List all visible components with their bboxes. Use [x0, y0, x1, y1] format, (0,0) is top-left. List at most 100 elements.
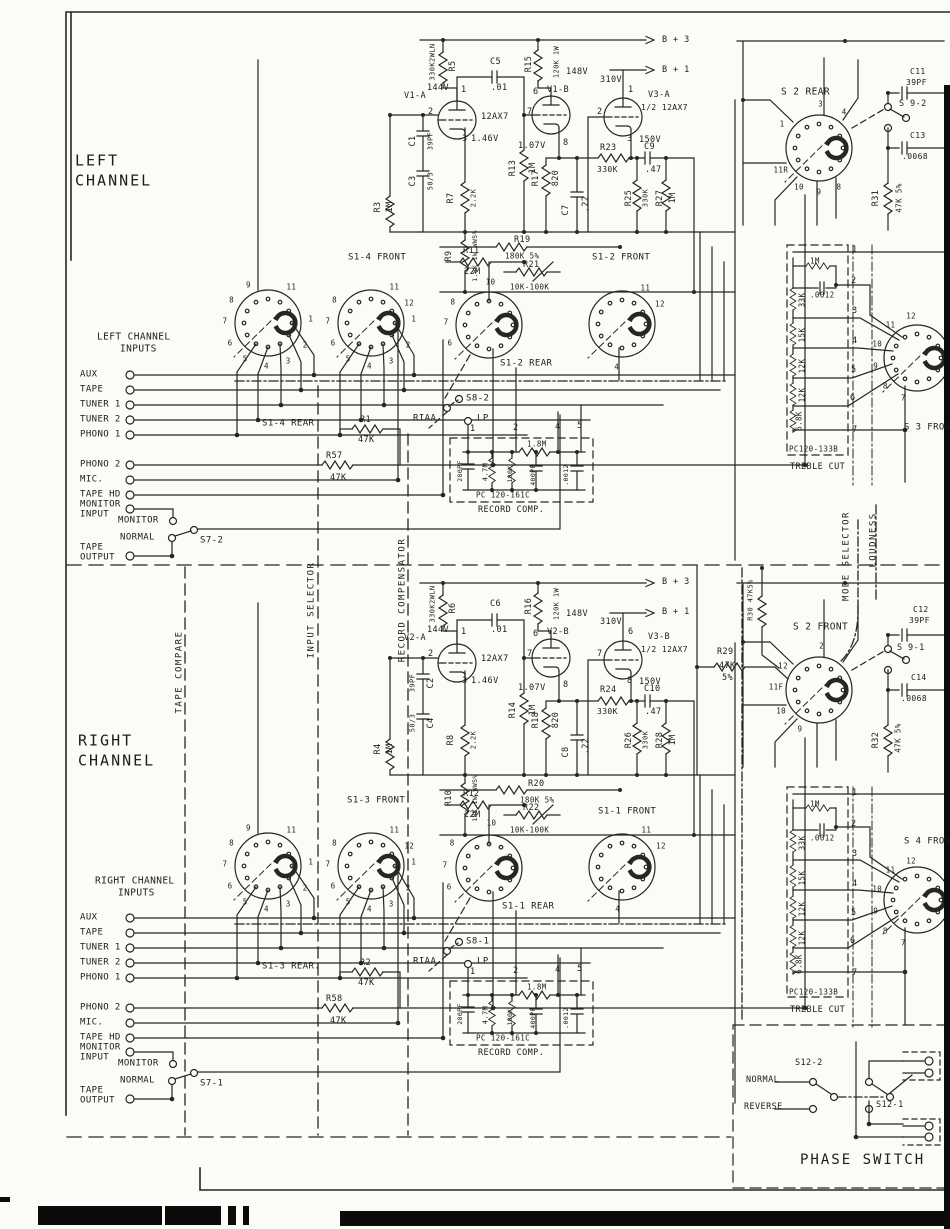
label-r23: R23 — [600, 142, 617, 153]
page-border — [65, 11, 950, 1191]
left-channel-title-2: CHANNEL — [75, 171, 153, 190]
label-150v: 150V — [639, 134, 662, 145]
switch-s1-3-rear-contact-11: 11 — [286, 825, 297, 835]
label-22m: 22M — [464, 809, 481, 820]
label-310v: 310V — [600, 74, 623, 85]
label-r1: R1 — [360, 414, 372, 425]
label-lp: LP — [477, 413, 489, 424]
switch-s1-4-rear-contact-4: 4 — [264, 361, 269, 371]
label-180k-5: 180K 5% — [505, 251, 540, 261]
switch-s1-3-rear-contact-3: 3 — [285, 899, 291, 909]
label-5: 5% — [722, 672, 734, 683]
switch-s1-3-front-contact-6: 6 — [330, 881, 336, 891]
switch-s3-front-contact-11: 11 — [885, 320, 896, 330]
label-47k: 47K — [330, 472, 347, 483]
switch-s1-1-rear-contact-7: 7 — [442, 860, 448, 870]
label-phono-1: PHONO 1 — [80, 972, 121, 983]
label-12k: 12K — [797, 387, 807, 403]
label-10k-100k: 10K-100K — [510, 825, 550, 835]
label-3: 3 — [462, 675, 468, 686]
label-inputs: INPUTS — [120, 343, 157, 355]
label-s-2-rear: S 2 REAR — [781, 86, 830, 98]
label-s-9-1: S 9-1 — [897, 642, 925, 653]
label-330k: 330K — [641, 188, 650, 208]
label-12ax7: 12AX7 — [481, 111, 509, 122]
label-47k-5: 47K 5% — [894, 183, 904, 213]
label-tuner-2: TUNER 2 — [80, 414, 121, 425]
label-c4: C4 — [425, 717, 436, 729]
label-4-7m: 4.7M — [481, 1005, 490, 1025]
label-tape: TAPE — [80, 1085, 104, 1096]
label-148v: 148V — [566, 608, 589, 619]
channel-circuit — [125, 35, 808, 561]
label-180k-5: 180K 5% — [520, 795, 555, 805]
label-12k: 12K — [797, 930, 807, 946]
label-riaa: RIAA — [413, 413, 437, 424]
label-s-3-front: S 3 FRONT — [904, 422, 950, 433]
label-b-3: B + 3 — [662, 34, 690, 45]
label-s8-1: S8-1 — [466, 936, 490, 947]
label-tuner-1: TUNER 1 — [80, 942, 121, 953]
label-c13: C13 — [910, 131, 926, 140]
label-15k: 15K — [797, 327, 807, 343]
label-reverse: REVERSE — [744, 1101, 783, 1112]
label-s-2-front: S 2 FRONT — [793, 621, 849, 633]
label-output: OUTPUT — [80, 1095, 115, 1106]
label-c12: C12 — [913, 605, 929, 614]
label-12ax7: 12AX7 — [481, 653, 509, 664]
label-tape-hd: TAPE HD — [80, 489, 121, 500]
switch-s3-front-contact-7: 7 — [900, 392, 906, 402]
label-01: .01 — [491, 624, 508, 635]
label-r9: R9 — [443, 250, 454, 262]
label-39pf: 39PF — [909, 616, 930, 625]
switch-s1-1-rear-contact-6: 6 — [446, 882, 452, 892]
label-5: 5 — [851, 364, 857, 375]
switch-s1-4-rear-contact-2: 2 — [302, 339, 308, 349]
switch-s1-3-rear-contact-4: 4 — [264, 904, 269, 914]
switch-s1-2-front-contact-11: 11 — [640, 283, 651, 293]
label-2: 2 — [851, 275, 857, 286]
switch-s1-3-rear-contact-7: 7 — [222, 859, 228, 869]
label-6-8k: 6.8K — [794, 954, 804, 974]
label-7: 7 — [852, 967, 858, 978]
label-c2: C2 — [425, 677, 436, 689]
switch-s1-3-front-contact-4: 4 — [367, 904, 372, 914]
label-r17: R17 — [530, 169, 541, 187]
switch-s4-front-contact-7: 7 — [900, 937, 906, 947]
label-monitor: MONITOR — [118, 1058, 159, 1069]
label-47k-5: 47K 5% — [893, 723, 903, 753]
switch-s1-4-rear-contact-1: 1 — [308, 314, 314, 324]
switch-s1-4-front-contact-3: 3 — [388, 356, 394, 366]
label-riaa: RIAA — [413, 956, 437, 967]
label-phono-1: PHONO 1 — [80, 429, 121, 440]
switch-s1-3-rear-contact-2: 2 — [302, 882, 308, 892]
label-input: INPUT — [80, 509, 110, 520]
label-47k: 47K — [358, 434, 375, 445]
label-r26: R26 — [623, 731, 634, 749]
label-5: 5 — [577, 963, 583, 974]
label-5: 5 — [577, 420, 583, 431]
label-c11: C11 — [910, 67, 926, 76]
label-r11: R11 — [463, 245, 480, 256]
switch-s1-4-rear-contact-9: 9 — [246, 279, 251, 289]
label-0012: .0012 — [810, 290, 835, 300]
label-monitor: MONITOR — [80, 499, 121, 510]
label-1: 1 — [461, 84, 467, 95]
switch-s1-4-front-contact-8: 8 — [332, 295, 337, 305]
label-v3-a: V3-A — [648, 89, 671, 100]
label-4: 4 — [852, 878, 858, 889]
switch-s2-rear-contact-8: 8 — [836, 182, 842, 192]
label-3: 3 — [852, 305, 858, 316]
label-22: .22 — [580, 737, 591, 755]
label-s1-4-rear: S1-4 REAR — [262, 418, 315, 429]
label-r30-47k5: R30 47K5% — [746, 579, 755, 621]
switch-s1-4-front-contact-7: 7 — [325, 316, 331, 326]
label-v1-b: V1-B — [547, 84, 570, 95]
label-1m: 1M — [384, 743, 395, 755]
scan-artifacts — [0, 85, 950, 1229]
switch-s2-front-contact-2: 2 — [819, 641, 824, 651]
label-120k-1w: 120K 1W — [552, 587, 561, 621]
label-180k: 180K — [505, 465, 514, 483]
label-1-07v: 1.07V — [518, 140, 546, 151]
label-tape: TAPE — [80, 384, 104, 395]
